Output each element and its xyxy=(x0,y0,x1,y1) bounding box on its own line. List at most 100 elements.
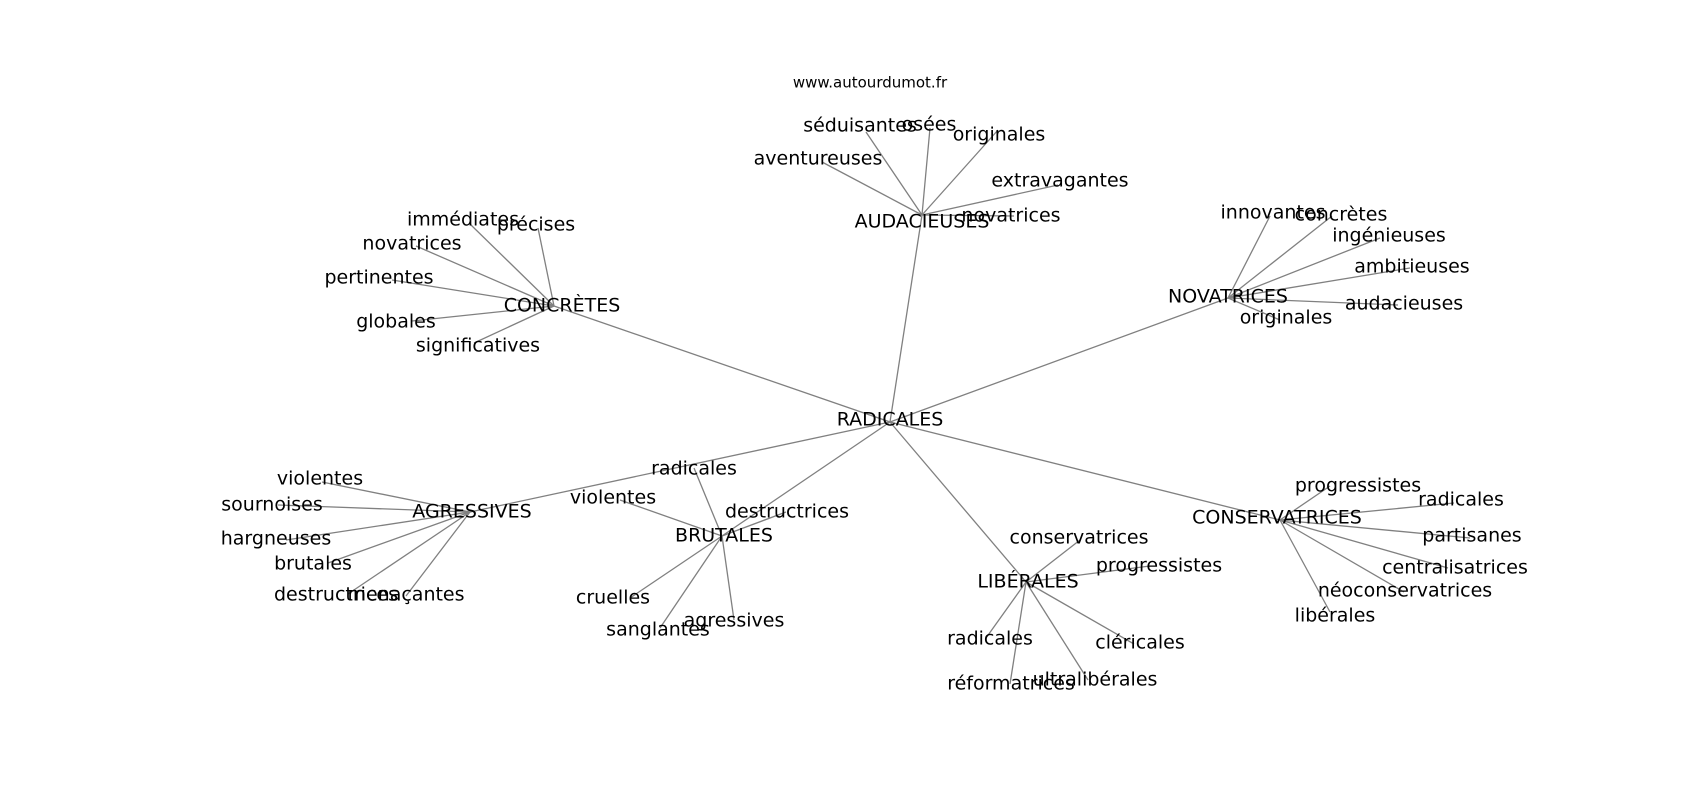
edge-brutales-radicales xyxy=(693,467,723,537)
leaf-word-progressistes: progressistes xyxy=(1295,475,1421,497)
leaf-word-hargneuses: hargneuses xyxy=(221,528,331,550)
edge-agressives-hargneuses xyxy=(285,511,471,541)
leaf-word-innovantes: innovantes xyxy=(1221,202,1326,224)
edge-agressives-brutales xyxy=(327,511,471,564)
edge-liberales-conservatrices xyxy=(1025,539,1081,583)
hub-word-brutales: BRUTALES xyxy=(675,525,773,547)
edge-conservatrices-liberales xyxy=(1279,519,1331,613)
edge-brutales-agressives xyxy=(721,535,735,621)
leaf-word-cruelles: cruelles xyxy=(576,587,650,609)
leaf-word-brutales: brutales xyxy=(274,553,352,575)
leaf-word-audacieuses: audacieuses xyxy=(1345,293,1463,315)
edge-liberales-reformatrices xyxy=(1009,581,1027,685)
edge-audacieuses-osees xyxy=(921,127,931,216)
edge-agressives-menacantes xyxy=(405,511,471,597)
hub-word-concretes: CONCRÈTES xyxy=(504,294,621,317)
edge-concretes-pertinentes xyxy=(391,279,555,307)
leaf-word-ambitieuses: ambitieuses xyxy=(1354,256,1469,278)
leaf-word-globales: globales xyxy=(356,311,436,333)
leaf-word-destructrices: destructrices xyxy=(725,501,849,523)
edge-root-agressives xyxy=(469,421,891,513)
edge-root-audacieuses xyxy=(889,214,923,423)
leaf-word-seduisantes: séduisantes xyxy=(803,115,917,137)
edge-concretes-novatrices xyxy=(415,245,555,307)
leaf-word-radicales: radicales xyxy=(1418,489,1504,511)
leaf-word-liberales: libérales xyxy=(1295,605,1376,627)
edge-agressives-violentes xyxy=(321,481,471,513)
edge-conservatrices-radicales xyxy=(1279,502,1455,521)
edge-conservatrices-partisanes xyxy=(1279,519,1471,539)
leaf-word-partisanes: partisanes xyxy=(1422,525,1521,547)
edge-concretes-significatives xyxy=(473,305,555,344)
leaf-word-centralisatrices: centralisatrices xyxy=(1382,557,1528,579)
graph-labels: www.autourdumot.fr RADICALES aventureuse… xyxy=(221,74,1528,695)
edge-brutales-cruelles xyxy=(629,535,723,599)
leaf-word-sournoises: sournoises xyxy=(221,494,322,516)
edge-concretes-globales xyxy=(411,305,555,322)
leaf-word-progressistes: progressistes xyxy=(1096,555,1222,577)
edge-root-conservatrices xyxy=(889,421,1281,521)
leaf-word-precises: précises xyxy=(497,214,575,236)
edge-conservatrices-neoconservatrices xyxy=(1279,519,1405,593)
leaf-word-radicales: radicales xyxy=(947,628,1033,650)
edge-root-liberales xyxy=(889,421,1027,583)
leaf-word-radicales: radicales xyxy=(651,458,737,480)
root-word: RADICALES xyxy=(837,409,944,431)
edge-audacieuses-aventureuses xyxy=(821,161,923,216)
hub-word-audacieuses: AUDACIEUSES xyxy=(855,211,990,233)
edge-audacieuses-extravagantes xyxy=(921,184,1059,216)
edge-agressives-destructrices xyxy=(347,511,471,595)
edge-conservatrices-centralisatrices xyxy=(1279,519,1449,569)
edge-novatrices-ambitieuses xyxy=(1227,267,1411,299)
leaf-word-sanglantes: sanglantes xyxy=(606,619,710,641)
leaf-word-pertinentes: pertinentes xyxy=(324,267,433,289)
leaf-word-extravagantes: extravagantes xyxy=(991,170,1128,192)
leaf-word-significatives: significatives xyxy=(416,335,540,357)
edge-audacieuses-novatrices xyxy=(921,214,1015,217)
edge-liberales-progressistes xyxy=(1025,565,1151,583)
leaf-word-violentes: violentes xyxy=(570,487,656,509)
edge-audacieuses-originales xyxy=(921,129,999,216)
leaf-word-originales: originales xyxy=(1240,307,1333,329)
edge-audacieuses-seduisantes xyxy=(865,131,923,216)
hub-word-novatrices: NOVATRICES xyxy=(1168,286,1288,308)
edge-brutales-sanglantes xyxy=(659,535,723,629)
edge-brutales-destructrices xyxy=(721,511,787,537)
edge-liberales-radicales xyxy=(985,581,1027,639)
edge-concretes-precises xyxy=(537,227,555,307)
edge-concretes-immediates xyxy=(469,223,555,307)
leaf-word-ultraliberales: ultralibérales xyxy=(1033,669,1158,691)
edge-liberales-ultraliberales xyxy=(1025,581,1089,681)
leaf-word-reformatrices: réformatrices xyxy=(947,673,1075,695)
edge-agressives-sournoises xyxy=(277,504,471,513)
leaf-word-conservatrices: conservatrices xyxy=(1010,527,1149,549)
edge-novatrices-concretes xyxy=(1227,215,1333,299)
leaf-word-neoconservatrices: néoconservatrices xyxy=(1318,580,1492,602)
edge-conservatrices-progressistes xyxy=(1279,485,1331,521)
graph-edges xyxy=(277,127,1471,685)
leaf-word-violentes: violentes xyxy=(277,468,363,490)
leaf-word-osees: osées xyxy=(902,114,957,136)
leaf-word-concretes: concrètes xyxy=(1295,204,1388,226)
edge-novatrices-innovantes xyxy=(1227,215,1271,299)
source-url: www.autourdumot.fr xyxy=(793,74,948,92)
hub-word-conservatrices: CONSERVATRICES xyxy=(1192,507,1362,529)
hub-word-liberales: LIBÉRALES xyxy=(977,570,1078,593)
leaf-word-aventureuses: aventureuses xyxy=(754,148,883,170)
edge-root-brutales xyxy=(721,421,891,537)
leaf-word-novatrices: novatrices xyxy=(362,233,461,255)
edge-novatrices-ingenieuses xyxy=(1227,237,1381,299)
edge-liberales-clericales xyxy=(1025,581,1135,645)
leaf-word-originales: originales xyxy=(953,124,1046,146)
edge-root-novatrices xyxy=(889,297,1229,423)
edge-novatrices-audacieuses xyxy=(1227,297,1399,306)
leaf-word-clericales: cléricales xyxy=(1095,632,1184,654)
edge-novatrices-originales xyxy=(1227,297,1281,321)
leaf-word-ingenieuses: ingénieuses xyxy=(1332,225,1446,247)
edge-root-concretes xyxy=(553,305,891,423)
edge-brutales-violentes xyxy=(619,499,723,537)
leaf-word-destructrices: destructrices xyxy=(274,584,398,606)
leaf-word-agressives: agressives xyxy=(684,610,785,632)
leaf-word-menacantes: menaçantes xyxy=(347,584,464,606)
